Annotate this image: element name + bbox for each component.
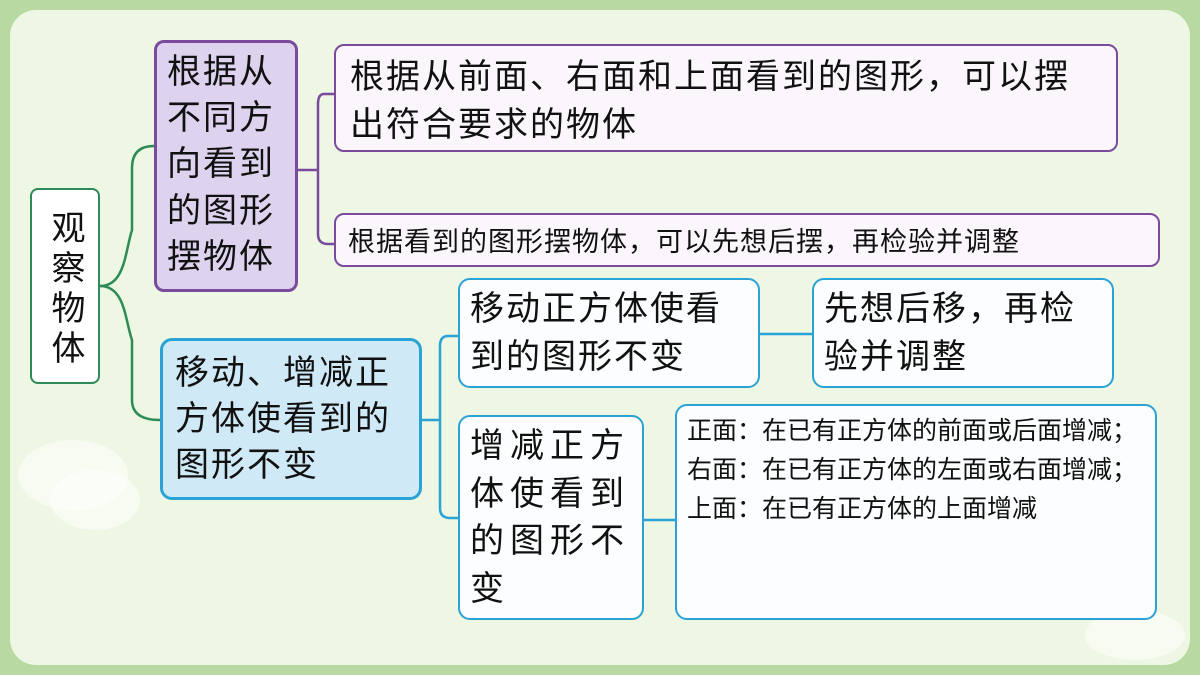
branch1-leaf-think-then-arrange: 根据看到的图形摆物体，可以先想后摆，再检验并调整	[334, 213, 1160, 267]
sub-move-cubes-detail: 先想后移，再检验并调整	[812, 278, 1114, 388]
detail-top: 上面：在已有正方体的上面增减	[687, 493, 1038, 523]
root-node: 观察物体	[30, 188, 100, 384]
cloud-decoration-left-2	[50, 470, 140, 530]
branch-from-different-views: 根据从不同方向看到的图形摆物体	[154, 40, 298, 292]
branch1-leaf-arrange-by-views: 根据从前面、右面和上面看到的图形，可以摆出符合要求的物体	[334, 44, 1118, 152]
detail-right: 右面：在已有正方体的左面或右面增减；	[687, 454, 1138, 484]
sub-add-remove-details: 正面：在已有正方体的前面或后面增减； 右面：在已有正方体的左面或右面增减； 上面…	[675, 404, 1157, 620]
detail-front: 正面：在已有正方体的前面或后面增减；	[687, 416, 1138, 445]
sub-add-remove-cubes: 增减正方体使看到的图形不变	[458, 415, 644, 620]
branch-move-add-remove-cubes: 移动、增减正方体使看到的图形不变	[160, 338, 422, 500]
sub-move-cubes: 移动正方体使看到的图形不变	[458, 278, 760, 388]
